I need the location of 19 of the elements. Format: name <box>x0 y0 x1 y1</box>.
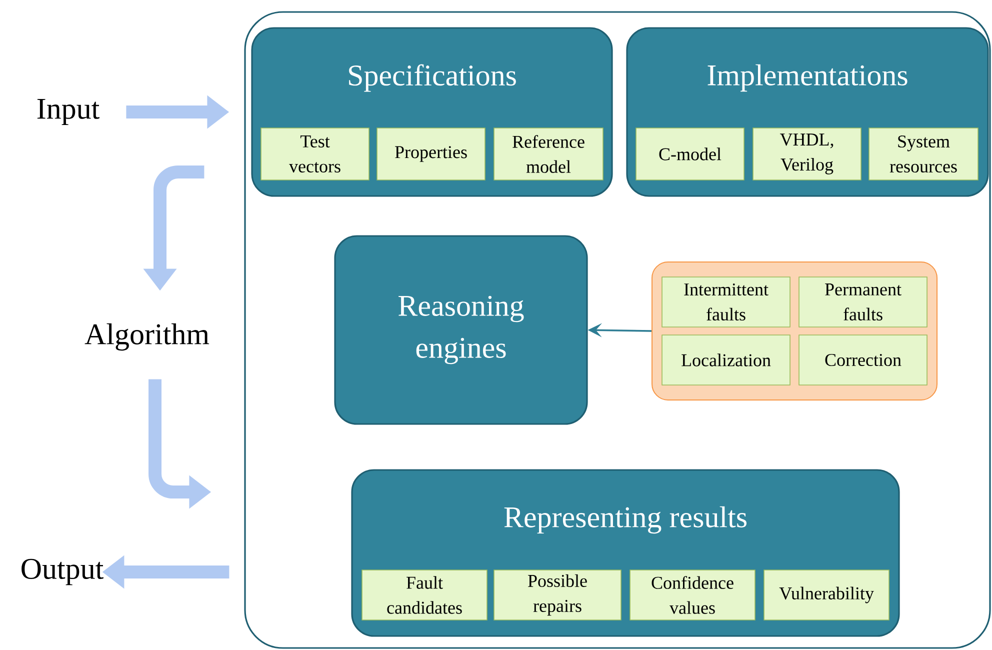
item-box: Fault candidates <box>362 570 488 620</box>
item-box: Permanent faults <box>798 276 928 328</box>
item-box: Reference model <box>494 128 604 180</box>
label-text: Input <box>37 98 100 125</box>
item-box: VHDL, Verilog <box>752 128 862 180</box>
process-box: Reasoning engines <box>334 235 588 425</box>
item-box: Possible repairs <box>494 570 622 620</box>
item-box: Properties <box>376 128 486 180</box>
item-box: Vulnerability <box>764 570 890 620</box>
item-box: Confidence values <box>630 570 756 620</box>
item-box: Correction <box>798 334 928 386</box>
label-text: Algorithm <box>84 323 210 351</box>
item-box: Test vectors <box>260 128 370 180</box>
item-box: System resources <box>868 128 978 180</box>
item-box: Localization <box>662 334 790 386</box>
frame-box <box>244 11 991 649</box>
label-text: Output <box>22 558 104 586</box>
item-box: C-model <box>636 128 744 180</box>
item-box: Intermittent faults <box>662 276 790 328</box>
